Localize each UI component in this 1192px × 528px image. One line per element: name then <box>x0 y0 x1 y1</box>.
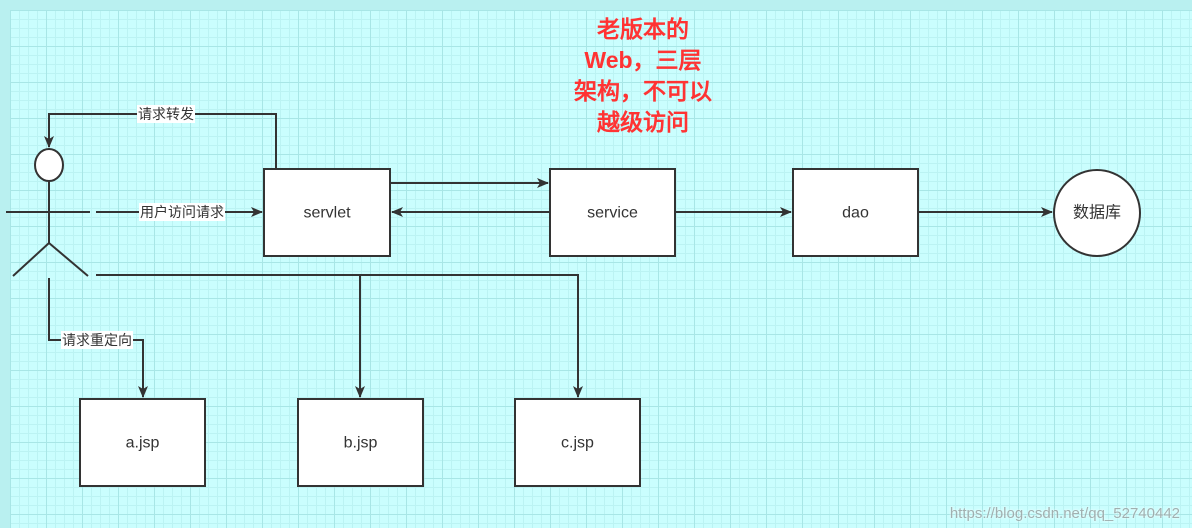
actor-left-leg <box>12 242 50 277</box>
edge-label-forward: 请求转发 <box>137 105 195 123</box>
node-b-jsp <box>297 398 424 487</box>
node-c-jsp <box>514 398 641 487</box>
label-service: service <box>587 205 638 222</box>
node-a-jsp <box>79 398 206 487</box>
title-line-1: 老版本的 <box>597 16 689 42</box>
node-service <box>549 168 676 257</box>
edge-label-user-request: 用户访问请求 <box>139 203 225 221</box>
label-database: 数据库 <box>1073 204 1121 222</box>
edge-to-b-jsp <box>96 274 365 398</box>
node-dao <box>792 168 919 257</box>
actor-head <box>34 148 64 182</box>
edge-label-redirect: 请求重定向 <box>61 331 133 349</box>
user-actor-icon <box>6 148 90 277</box>
node-database <box>1053 169 1141 257</box>
label-dao: dao <box>842 205 869 222</box>
edge-to-c-jsp <box>96 274 583 398</box>
title-line-4: 越级访问 <box>597 109 689 135</box>
actor-right-leg <box>48 242 89 277</box>
title-line-2: Web，三层 <box>584 47 702 73</box>
grid-canvas <box>10 10 1192 528</box>
label-servlet: servlet <box>303 205 351 222</box>
label-a-jsp: a.jsp <box>126 435 160 452</box>
diagram-title: 老版本的 Web，三层 架构，不可以 越级访问 <box>543 14 743 138</box>
title-line-3: 架构，不可以 <box>574 78 712 104</box>
node-servlet <box>263 168 391 257</box>
watermark: https://blog.csdn.net/qq_52740442 <box>949 505 1180 522</box>
label-c-jsp: c.jsp <box>561 435 594 452</box>
label-b-jsp: b.jsp <box>344 435 378 452</box>
